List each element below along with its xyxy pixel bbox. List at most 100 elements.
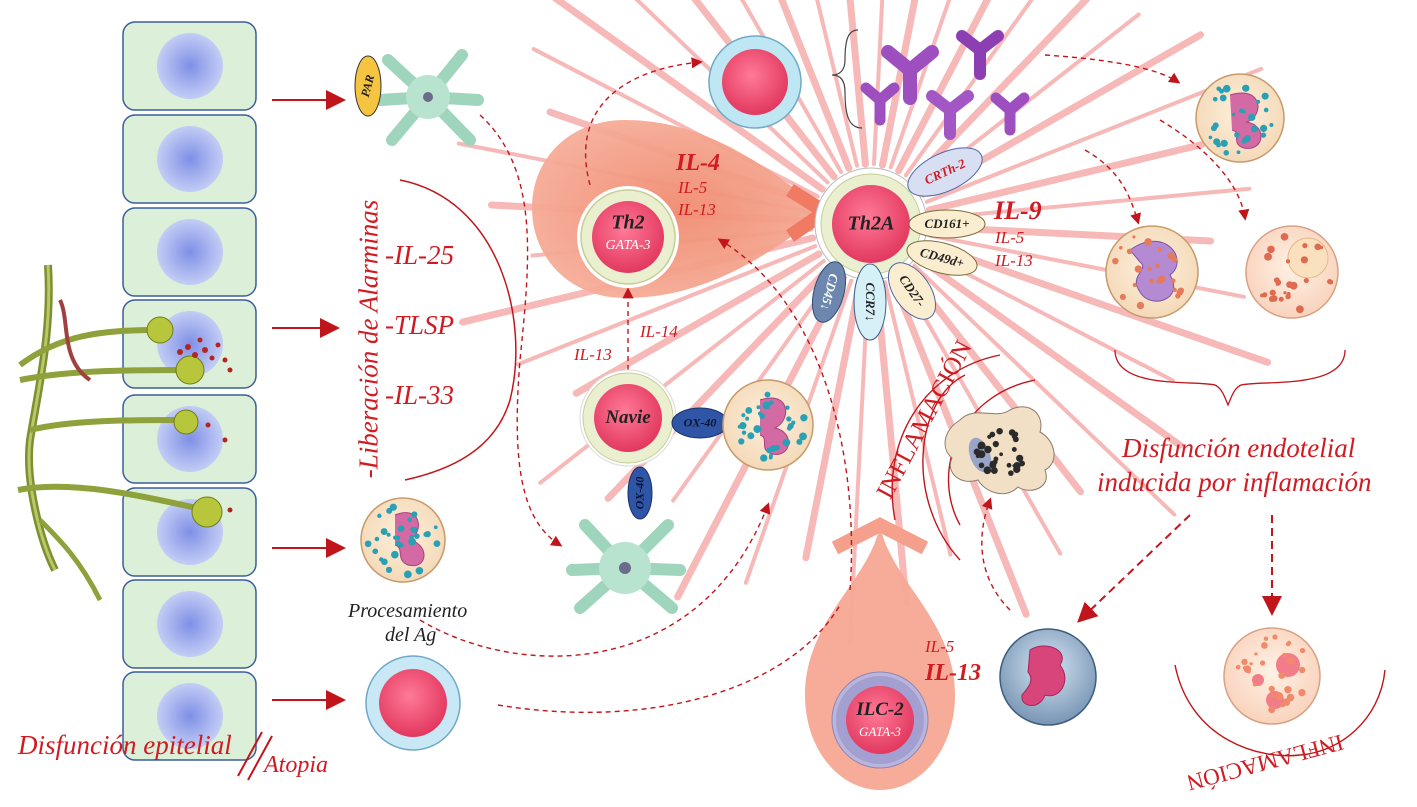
sunburst-ray (846, 0, 869, 168)
th2-cytokine-2: IL-5 (678, 178, 708, 197)
naive-cell (579, 369, 677, 467)
sunburst-ray (916, 255, 1184, 449)
nerve-ending-bulb (191, 496, 223, 528)
alarmins-left-arc (399, 179, 517, 481)
sunburst-ray (883, 280, 953, 557)
th2a-cytokine-3: IL-13 (995, 251, 1033, 270)
sunburst-ray (928, 186, 1252, 221)
epithelial-cell (122, 207, 257, 297)
sunburst-ray (552, 0, 826, 193)
alarmin-item: -TLSP (385, 310, 455, 340)
dendritic-cell-bottom (566, 519, 686, 614)
alarmin-item: -IL-25 (385, 240, 454, 270)
mast-cell-top (708, 35, 802, 129)
epithelial-dysfunction-label: Disfunción epitelial (18, 730, 232, 760)
sunburst-ray (903, 0, 1034, 178)
th2-cytokine-main: IL-4 (676, 150, 720, 176)
marker-ccr7 (853, 263, 887, 341)
neuron-illustration (17, 264, 233, 602)
sunburst-ray (873, 280, 910, 606)
marker-cd161-label: CD161+ (924, 216, 970, 231)
ilc2-cytokine-1: IL-5 (925, 637, 955, 656)
nerve-ending-bulb (173, 409, 199, 435)
endothelial-dysfunction-line1: Disfunción endotelial (1122, 433, 1356, 463)
th2-cytokine-3: IL-13 (678, 200, 716, 219)
sunburst-ray (895, 0, 992, 175)
sunburst-ray (924, 240, 1272, 366)
sunburst-ray (888, 0, 952, 170)
sunburst-ray (515, 244, 818, 367)
naive-cytokine-1: IL-14 (640, 322, 678, 341)
marker-cd161 (908, 209, 986, 239)
ox40-label-bottom: OX-40 (632, 476, 647, 510)
sunburst-ray (572, 250, 823, 397)
marker-crth2 (907, 147, 983, 197)
th2-cell (577, 186, 679, 288)
eosinophil-left-granules (364, 503, 441, 579)
par-receptor (354, 55, 382, 117)
sunburst-ray (912, 263, 1177, 517)
right-grouping-brace (1114, 349, 1346, 407)
marker-ccr7-label: CCR7↓ (863, 282, 878, 322)
epithelial-cell (122, 114, 257, 204)
epithelial-cell (122, 579, 257, 669)
marker-cd27 (887, 262, 937, 320)
th2a-cytokine-main: IL-9 (994, 196, 1042, 225)
antibody-brace (831, 29, 863, 129)
processing-label-line2: del Ag (385, 624, 437, 646)
epithelial-cell (122, 487, 257, 577)
epithelial-cell (122, 671, 257, 761)
ilc2-name: ILC-2 (856, 699, 904, 720)
neutrophil-granules (1260, 233, 1334, 314)
processing-label-line1: Procesamiento (348, 600, 468, 622)
th2-factor: GATA-3 (605, 238, 651, 253)
sunburst-ray (878, 0, 919, 169)
naive-cytokine-2: IL-13 (574, 345, 612, 364)
mast-cell-left (365, 655, 461, 751)
activated-basophil (999, 628, 1097, 726)
ige-antibodies (860, 30, 1030, 140)
atopy-slash (237, 731, 273, 781)
eosinophil-top-right (1195, 73, 1285, 163)
epithelium-arrows (272, 90, 346, 710)
alarmins-title: -Liberación de Alarminas (353, 199, 384, 479)
eosinophil-center-granules (737, 391, 808, 462)
epithelial-cell (122, 394, 257, 484)
basophil-right (1105, 225, 1199, 319)
macrophage-granules (973, 427, 1026, 476)
macrophage (944, 406, 1055, 495)
th2a-name: Th2A (847, 212, 895, 235)
th2a-cell (814, 167, 928, 281)
ilc2-factor: GATA-3 (859, 724, 901, 739)
sunburst-ray (538, 258, 826, 485)
ilc2-cytokine-2: IL-13 (925, 660, 981, 686)
marker-cd49d (906, 240, 978, 276)
dendritic-cell-top (374, 49, 484, 146)
ox40-label-right: OX-40 (683, 415, 717, 430)
ilc2-cell (831, 671, 929, 769)
marker-cd45 (811, 261, 847, 323)
sunburst-ray (815, 0, 859, 168)
nerve-ending-bulb (175, 355, 205, 385)
ox40-receptor-bottom (627, 466, 653, 520)
basophil-granules (1112, 235, 1185, 310)
endothelial-dysfunction-line2: inducida por inflamación (1097, 467, 1372, 497)
th2-name: Th2 (611, 211, 645, 234)
eosinophil-center (722, 379, 814, 471)
eosinophil-top-right-granules (1208, 84, 1274, 156)
endothelial-arrows (1077, 514, 1282, 623)
naive-name: Navie (605, 407, 651, 428)
neutrophil-right (1245, 225, 1339, 319)
epithelium-column (122, 21, 257, 761)
alarmin-item: -IL-33 (385, 380, 454, 410)
th2a-cytokine-2: IL-5 (995, 228, 1025, 247)
sunburst-ray (925, 141, 1206, 214)
sunburst-ray (802, 279, 864, 562)
epithelial-cell (122, 21, 257, 111)
ilc2-halo-chevron (831, 517, 929, 555)
nerve-ending-bulb (146, 316, 174, 344)
sunburst-ray (778, 0, 853, 172)
neutrophil-bottom-granules (1235, 634, 1306, 714)
